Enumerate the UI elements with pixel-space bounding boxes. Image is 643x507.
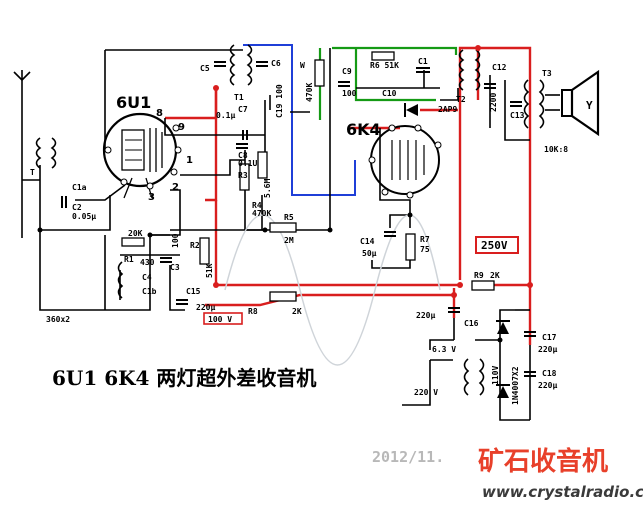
watermark-brand: 矿石收音机 (478, 446, 608, 477)
diodes (404, 103, 510, 398)
coils (35, 44, 545, 396)
schematic-title: 6U1 6K4 两灯超外差收音机 (52, 366, 316, 390)
label-c1: C1 (418, 57, 428, 66)
junction-dots (37, 45, 533, 343)
label-r5-value: 2M (284, 236, 294, 245)
label-c6: C6 (271, 59, 281, 68)
label-r8: R8 (248, 307, 258, 316)
label-r7: R7 (420, 235, 430, 244)
label-c12-value: 2200 (489, 93, 498, 112)
tube-6k4: 6K4 (346, 120, 442, 199)
pin-3-label: 3 (148, 192, 155, 203)
voltage-boxes: 250V 100 V (203, 236, 519, 325)
label-r9-value: 2K (490, 271, 500, 280)
label-2ap9: 2AP9 (438, 105, 457, 114)
label-r4-value: 470K (252, 209, 271, 218)
label-r2: R2 (190, 241, 200, 250)
label-c14-value: 50μ (362, 249, 377, 258)
label-c2: C2 (72, 203, 82, 212)
tube-6k4-label: 6K4 (346, 120, 381, 139)
label-r6: R6 51K (370, 61, 399, 70)
watermark-date: 2012/11. (372, 448, 444, 466)
label-r3: R3 (238, 171, 248, 180)
label-c12: C12 (492, 63, 507, 72)
label-c100: 100 (171, 233, 180, 248)
label-c1a: C1a (72, 183, 87, 192)
label-r2-value: 51K (205, 263, 214, 278)
label-t2: T2 (456, 95, 466, 104)
pin-2-label: 2 (172, 182, 179, 193)
label-c1b: C1b (142, 287, 157, 296)
black-wires (13, 48, 560, 421)
label-r9: R9 (474, 271, 484, 280)
speaker-icon (561, 69, 600, 137)
label-c16-value: 220μ (416, 311, 435, 320)
label-c9-value: 100 (342, 89, 357, 98)
label-c15: C15 (186, 287, 201, 296)
label-t1: T1 (234, 93, 244, 102)
label-c7-value: 0.1μ (216, 111, 235, 120)
label-c3: C3 (170, 263, 180, 272)
label-c8-value: 0.1U (238, 159, 257, 168)
pin-9-label: 9 (178, 122, 185, 133)
label-r7-value: 75 (420, 245, 430, 254)
label-c17-value: 220μ (538, 345, 557, 354)
label-c19: C19 100 (275, 84, 284, 118)
component-labels: C5 C6 T1 C19 100 C7 0.1μ C8 0.1U R3 5.6M… (30, 57, 593, 405)
capacitors (61, 61, 536, 377)
label-c16: C16 (464, 319, 479, 328)
label-w-value: 470K (305, 83, 314, 102)
label-c2-value: 0.05μ (72, 212, 96, 221)
blue-wires (243, 44, 356, 196)
tube-6u1: 6U1 8 9 1 2 3 (102, 93, 193, 203)
label-c7: C7 (238, 105, 248, 114)
label-t-antenna: T (30, 168, 35, 177)
label-c18: C18 (542, 369, 557, 378)
label-speaker: Y (586, 99, 593, 112)
label-c4: C4 (142, 273, 152, 282)
watermark-url: www.crystalradio.cn (482, 483, 643, 501)
label-r5: R5 (284, 213, 294, 222)
label-c15-value: 220μ (196, 303, 215, 312)
label-ratio: 10K:8 (544, 145, 568, 154)
label-430: 430 (140, 258, 155, 267)
resistors (121, 51, 495, 302)
label-6-3v: 6.3 V (432, 345, 456, 354)
label-c10: C10 (382, 89, 397, 98)
label-c8: C8 (238, 151, 248, 160)
label-r1-value: 20K (128, 229, 143, 238)
label-c9: C9 (342, 67, 352, 76)
label-c17: C17 (542, 333, 557, 342)
label-r3-value: 5.6M (263, 179, 272, 198)
label-r4: R4 (252, 201, 262, 210)
label-c5: C5 (200, 64, 210, 73)
label-diodes: 1N4007X2 (511, 366, 520, 405)
pin-8-label: 8 (156, 108, 163, 119)
label-110v: 110V (491, 366, 500, 385)
pin-1-label: 1 (186, 155, 193, 166)
label-c13: C13 (510, 111, 525, 120)
label-c18-value: 220μ (538, 381, 557, 390)
label-t3: T3 (542, 69, 552, 78)
label-r1: R1 (124, 255, 134, 264)
label-w: W (300, 61, 305, 70)
label-c14: C14 (360, 237, 375, 246)
label-220v: 220 V (414, 388, 438, 397)
label-r8-value: 2K (292, 307, 302, 316)
tube-6u1-label: 6U1 (116, 93, 151, 112)
label-360x2: 360x2 (46, 315, 70, 324)
label-250v: 250V (481, 239, 508, 252)
label-100v: 100 V (208, 315, 232, 324)
